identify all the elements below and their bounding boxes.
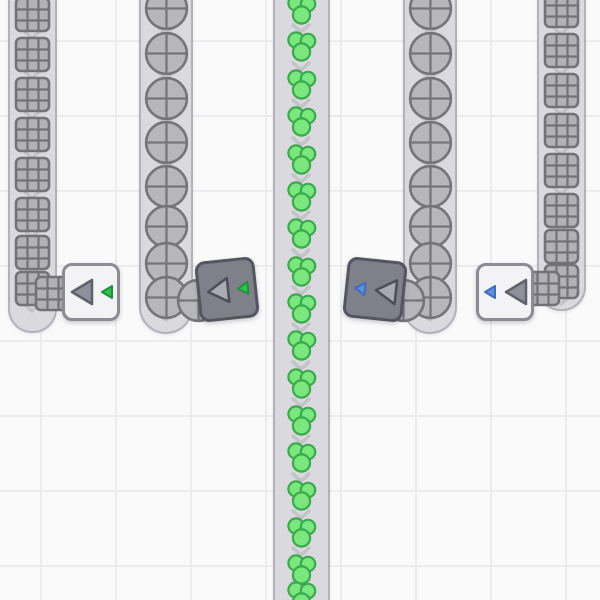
grid-square-item — [14, 196, 51, 233]
sorter-device-4[interactable] — [476, 263, 534, 321]
green-cluster-item — [285, 68, 319, 102]
green-cluster-item — [285, 180, 319, 214]
grid-square-item — [543, 228, 580, 265]
green-cluster-item — [285, 30, 319, 64]
belt-direction-down-icon — [290, 135, 312, 148]
cross-circle-item — [144, 31, 189, 76]
cross-circle-item — [408, 204, 453, 249]
cross-circle-item — [144, 76, 189, 121]
cross-circle-item — [144, 0, 189, 31]
green-cluster-item — [285, 404, 319, 438]
belt-direction-down-icon — [290, 209, 312, 222]
triangle-left-green-icon — [99, 283, 114, 301]
grid-square-item — [543, 112, 580, 149]
belt-direction-down-icon — [290, 172, 312, 185]
belt-direction-down-icon — [290, 284, 312, 297]
belt-direction-down-icon — [290, 508, 312, 521]
green-cluster-item — [285, 479, 319, 513]
arrowhead-left-icon — [203, 274, 232, 307]
cross-circle-item — [408, 76, 453, 121]
arrowhead-left-icon — [502, 277, 528, 307]
grid-square-item — [14, 234, 51, 271]
grid-square-item — [14, 156, 51, 193]
belt-direction-down-icon — [290, 433, 312, 446]
green-cluster-item — [285, 580, 319, 600]
green-cluster-item — [285, 367, 319, 401]
cross-circle-item — [144, 164, 189, 209]
green-cluster-item — [285, 0, 319, 27]
sorter-device-1[interactable] — [62, 263, 120, 321]
grid-square-item — [34, 275, 71, 312]
cross-circle-item — [408, 120, 453, 165]
green-cluster-item — [285, 105, 319, 139]
grid-square-item — [543, 152, 580, 189]
grid-square-item — [14, 36, 51, 73]
triangle-left-blue-icon — [351, 278, 368, 297]
sorter-device-3[interactable] — [341, 256, 409, 323]
cross-circle-item — [408, 164, 453, 209]
grid-square-item — [14, 76, 51, 113]
sorter-device-2[interactable] — [193, 256, 261, 323]
belt-direction-down-icon — [290, 471, 312, 484]
arrowhead-left-icon — [370, 274, 399, 307]
cross-circle-item — [408, 0, 453, 31]
green-cluster-item — [285, 441, 319, 475]
grid-square-item — [543, 32, 580, 69]
cross-circle-item — [408, 31, 453, 76]
green-cluster-item — [285, 143, 319, 177]
arrowhead-left-icon — [68, 277, 94, 307]
belt-direction-down-icon — [290, 321, 312, 334]
belt-direction-down-icon — [290, 22, 312, 35]
grid-square-item — [543, 72, 580, 109]
cross-circle-item — [144, 120, 189, 165]
grid-square-item — [543, 192, 580, 229]
green-cluster-item — [285, 553, 319, 587]
green-cluster-item — [285, 329, 319, 363]
grid-square-item — [14, 116, 51, 153]
cross-circle-item — [144, 204, 189, 249]
triangle-left-green-icon — [234, 278, 251, 297]
belt-direction-down-icon — [290, 247, 312, 260]
triangle-left-blue-icon — [482, 283, 497, 301]
belt-direction-down-icon — [290, 396, 312, 409]
belt-direction-down-icon — [290, 545, 312, 558]
green-cluster-item — [285, 516, 319, 550]
grid-square-item — [14, 0, 51, 33]
belt-direction-down-icon — [290, 359, 312, 372]
green-cluster-item — [285, 255, 319, 289]
green-cluster-item — [285, 217, 319, 251]
belt-direction-down-icon — [290, 97, 312, 110]
green-cluster-item — [285, 292, 319, 326]
cross-circle-item — [144, 241, 189, 286]
belt-direction-down-icon — [290, 60, 312, 73]
grid-square-item — [543, 0, 580, 29]
